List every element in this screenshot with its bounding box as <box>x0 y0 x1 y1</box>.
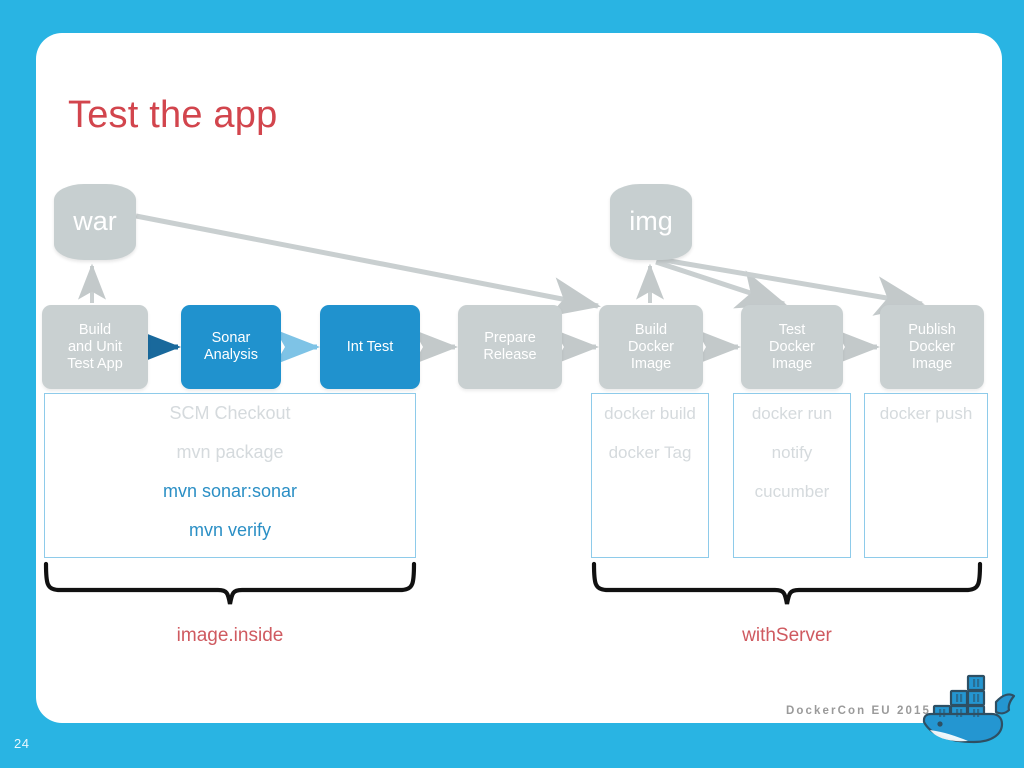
panel-line: docker run <box>751 404 833 423</box>
with-server-caption: withServer <box>742 625 832 646</box>
stage-build-docker-image[interactable]: Build Docker Image <box>599 305 703 389</box>
stage-sonar-analysis[interactable]: Sonar Analysis <box>181 305 281 389</box>
panel-line: mvn verify <box>188 520 271 540</box>
stage-label: Test Docker Image <box>769 321 815 372</box>
stage-label: Prepare Release <box>483 330 537 363</box>
panel-build-docker-image: docker build docker Tag <box>591 393 709 558</box>
image-inside-caption: image.inside <box>176 625 284 646</box>
panel-line: notify <box>771 443 813 462</box>
stage-int-test[interactable]: Int Test <box>320 305 420 389</box>
panel-test-docker-image: docker run notify cucumber <box>733 393 851 558</box>
page-number: 24 <box>14 736 30 751</box>
panel-line: mvn sonar:sonar <box>162 481 298 501</box>
artifact-img-label: img <box>629 205 673 236</box>
panel-line: docker Tag <box>608 443 692 462</box>
stage-label: Build and Unit Test App <box>67 321 123 372</box>
panel-line: SCM Checkout <box>169 403 291 423</box>
panel-publish-docker-image: docker push <box>864 393 988 558</box>
stage-label: Int Test <box>346 338 394 355</box>
stage-publish-docker-image[interactable]: Publish Docker Image <box>880 305 984 389</box>
footer-brand: DockerCon EU 2015 <box>786 705 931 717</box>
artifact-war-label: war <box>73 205 117 236</box>
panel-line: cucumber <box>754 482 830 501</box>
artifact-war[interactable]: war <box>54 184 136 260</box>
panel-line: mvn package <box>176 442 284 462</box>
docker-whale-logo <box>922 674 1016 744</box>
stage-build-and-unit-test-app[interactable]: Build and Unit Test App <box>42 305 148 389</box>
stage-label: Sonar Analysis <box>204 330 258 363</box>
artifact-img[interactable]: img <box>610 184 692 260</box>
stage-prepare-release[interactable]: Prepare Release <box>458 305 562 389</box>
page-title: Test the app <box>68 94 278 136</box>
panel-line: docker push <box>879 404 973 423</box>
stage-label: Publish Docker Image <box>908 321 956 372</box>
panel-image-inside: SCM Checkout mvn package mvn sonar:sonar… <box>44 393 416 558</box>
stage-test-docker-image[interactable]: Test Docker Image <box>741 305 843 389</box>
panel-line: docker build <box>604 404 696 423</box>
stage-label: Build Docker Image <box>628 321 674 372</box>
